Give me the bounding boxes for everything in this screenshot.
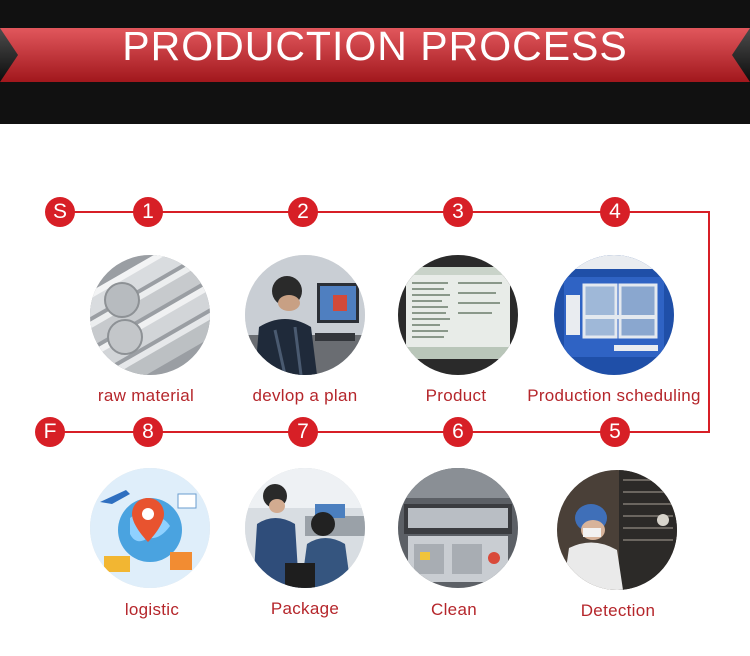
finish-marker: F <box>35 417 65 447</box>
packing-workers-photo <box>245 468 365 588</box>
start-marker: S <box>45 197 75 227</box>
step-label-4: Production scheduling <box>514 386 714 406</box>
step-number-8: 8 <box>133 417 163 447</box>
step-number-6: 6 <box>443 417 473 447</box>
step-number-7: 7 <box>288 417 318 447</box>
inspection-worker-photo <box>557 470 677 590</box>
cnc-screen-photo <box>398 255 518 375</box>
step-number-2: 2 <box>288 197 318 227</box>
step-number-4: 4 <box>600 197 630 227</box>
steel-rods-photo <box>90 255 210 375</box>
step-number-3: 3 <box>443 197 473 227</box>
logistics-globe-photo <box>90 468 210 588</box>
cnc-machine-photo <box>554 255 674 375</box>
engineer-at-computer-photo <box>245 255 365 375</box>
step-number-5: 5 <box>600 417 630 447</box>
step-number-1: 1 <box>133 197 163 227</box>
cleaning-tank-photo <box>398 468 518 588</box>
step-label-8: logistic <box>52 600 252 620</box>
